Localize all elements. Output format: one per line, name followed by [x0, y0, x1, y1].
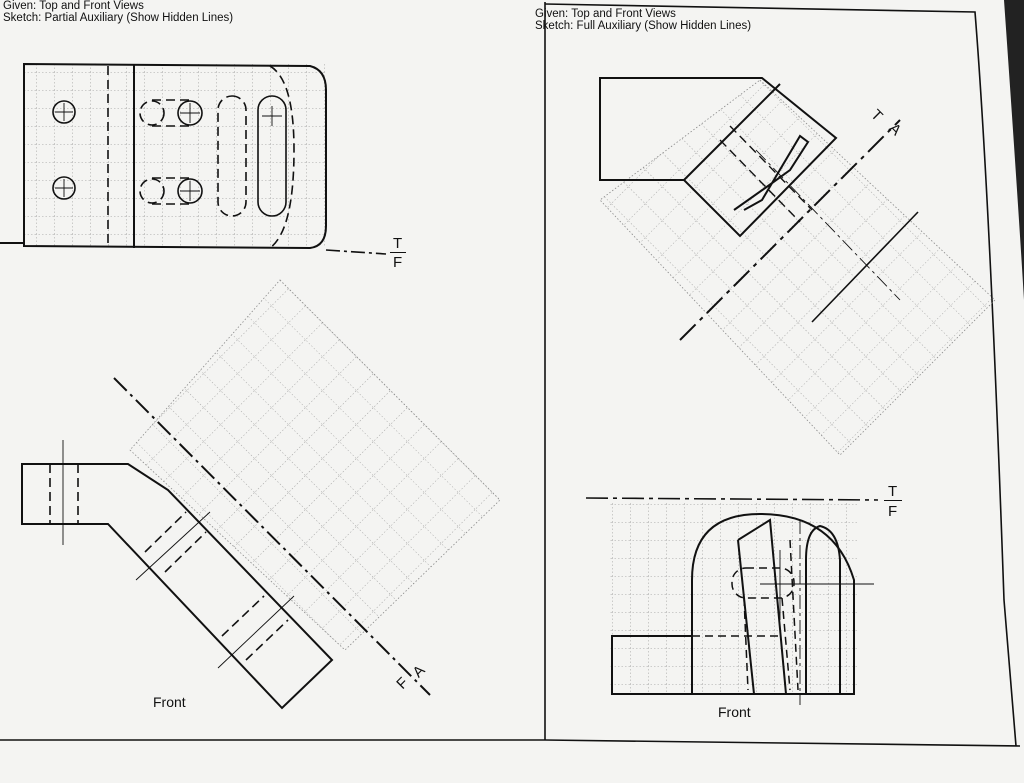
left-panel-header: Given: Top and Front Views Sketch: Parti… — [3, 0, 233, 24]
left-fold-f-label: F — [393, 254, 403, 271]
left-sketch-text: Sketch: Partial Auxiliary (Show Hidden L… — [3, 12, 234, 24]
right-sketch-text: Sketch: Full Auxiliary (Show Hidden Line… — [535, 20, 752, 32]
page-frame — [0, 2, 1021, 747]
left-front-view-label: Front — [153, 694, 186, 710]
right-aux-grid — [599, 79, 996, 456]
right-front-view-label: Front — [718, 704, 751, 720]
right-top-view — [599, 77, 919, 341]
right-fold-divider — [884, 500, 902, 501]
left-aux-grid — [129, 279, 501, 651]
page-edge-shadow — [1004, 0, 1024, 300]
left-given-text: Given: Top and Front Views — [3, 0, 144, 12]
right-panel-header: Given: Top and Front Views Sketch: Full … — [535, 8, 751, 32]
right-given-text: Given: Top and Front Views — [535, 8, 676, 20]
right-fold-t-label: T — [888, 483, 898, 500]
left-aux-fold-line — [113, 377, 431, 696]
left-fold-divider — [390, 252, 406, 253]
left-front-view — [21, 440, 334, 710]
right-front-view — [585, 497, 879, 705]
left-fold-t-label: T — [393, 235, 403, 252]
right-fold-f-label: F — [888, 503, 898, 520]
left-top-view — [0, 62, 387, 255]
